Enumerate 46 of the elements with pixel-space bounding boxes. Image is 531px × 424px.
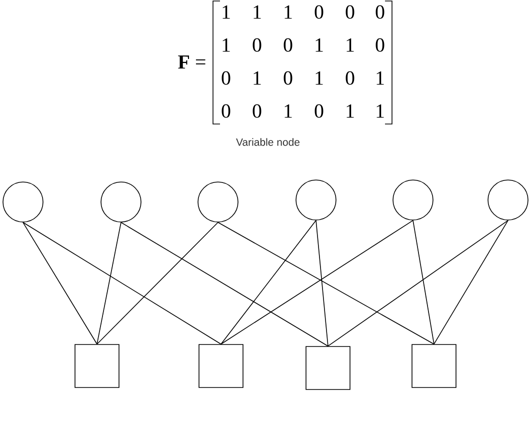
matrix-entry: 0: [222, 104, 230, 118]
matrix-entry: 1: [254, 5, 261, 19]
matrix-entry: 1: [284, 5, 292, 19]
variable-node-circle: [488, 180, 528, 220]
matrix-entry: 0: [314, 104, 324, 118]
matrix-entry: 1: [222, 5, 230, 19]
matrix-entry: 0: [314, 5, 324, 19]
check-node-square: [74, 344, 120, 388]
matrix-entry: 0: [252, 104, 262, 118]
matrix-entry: 1: [284, 104, 292, 118]
matrix-name: F =: [178, 55, 206, 69]
variable-node-circle: [392, 180, 434, 220]
matrix-entry: 0: [252, 38, 262, 52]
variable-node-circle: [198, 182, 238, 222]
matrix-entry: 0: [376, 5, 384, 19]
connector-line: [412, 220, 434, 344]
matrix-entry: 0: [222, 71, 230, 85]
matrix-entry: 0: [346, 5, 354, 19]
matrix-entry: 1: [254, 71, 261, 85]
check-node-square: [306, 346, 350, 390]
variable-node-circle: [296, 180, 336, 220]
check-node-square: [198, 344, 244, 388]
matrix-entry: 0: [284, 38, 292, 52]
connector-line: [96, 222, 122, 344]
matrix-entry: 1: [316, 71, 323, 85]
connector-line: [316, 220, 328, 346]
variable-node-circle: [100, 182, 142, 222]
matrix-entry: 1: [346, 38, 354, 52]
matrix-entry: 1: [376, 104, 384, 118]
matrix-entry: 1: [222, 38, 230, 52]
connector-line: [22, 222, 98, 344]
matrix-entry: 0: [346, 71, 354, 85]
check-node-square: [412, 344, 456, 388]
connector-line: [120, 222, 328, 346]
connector-line: [96, 222, 218, 344]
variable-node-circle: [2, 182, 44, 222]
matrix-entry: 0: [376, 38, 384, 52]
connector-line: [22, 222, 222, 344]
connector-line: [328, 220, 508, 346]
matrix-entry: 1: [316, 38, 323, 52]
connector-line: [220, 220, 316, 344]
matrix-entry: 1: [346, 104, 354, 118]
connector-line: [434, 220, 508, 344]
caption-text: Variable node: [236, 138, 300, 146]
matrix-entry: 1: [376, 71, 384, 85]
matrix-entry: 0: [284, 71, 292, 85]
